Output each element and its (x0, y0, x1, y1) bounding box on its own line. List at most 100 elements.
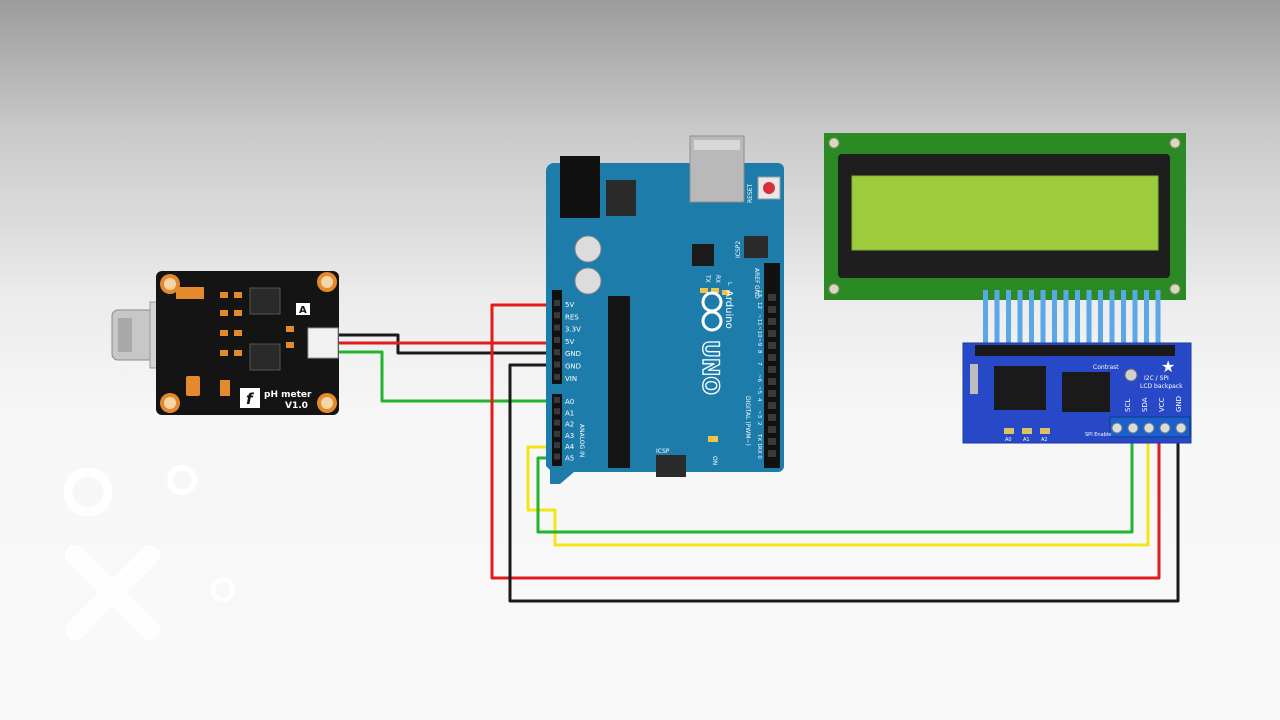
wire-a5-to-scl (536, 437, 1134, 534)
backpack-header (975, 345, 1175, 356)
star-icon: ★ (1161, 357, 1175, 376)
digital-pin-label: 2 (756, 422, 762, 426)
pin-hole (768, 378, 776, 385)
lcd-pin (1098, 290, 1103, 348)
pin-hole (768, 426, 776, 433)
wire-5v-to-vcc (490, 303, 1161, 580)
power-pin-label: GND (565, 350, 581, 358)
pin-hole (554, 300, 560, 306)
backpack-chip (994, 366, 1046, 410)
terminal-screw (1175, 422, 1187, 434)
analog-pin-label: A3 (565, 432, 574, 440)
digital-pin-label: 13 (756, 290, 762, 297)
addr-pad-label: A0 (1005, 437, 1012, 443)
tx-led-label: TX (704, 274, 711, 283)
lcd-pin (1029, 290, 1034, 348)
lcd-pin (1063, 290, 1069, 348)
arduino-logo: Arduino UNO (696, 290, 734, 396)
spi-enable-label: SPI Enable (1085, 432, 1111, 438)
pin-hole (554, 453, 560, 460)
digital-pin-label: 4 (756, 398, 762, 402)
pin-hole (554, 419, 560, 426)
wire-sensor-green-a0 (318, 350, 560, 403)
pin-hole (768, 438, 776, 445)
pin-hole (768, 402, 776, 409)
pin-hole (554, 373, 560, 380)
sensor-logo-glyph: f (246, 390, 255, 408)
arduino-model: UNO (697, 340, 722, 395)
on-led-label: ON (711, 456, 718, 465)
pin-hole (768, 354, 776, 361)
pin-hole (554, 397, 560, 403)
terminal-screw (1111, 422, 1123, 434)
pin-hole (768, 330, 776, 337)
reset-label: RESET (747, 183, 754, 203)
lcd-16x2-display (824, 133, 1186, 348)
addr-pad-label: A1 (1023, 437, 1030, 443)
backpack-title-1: I2C / SPI (1144, 375, 1169, 382)
aref-label: AREF (753, 268, 760, 284)
pin-hole (768, 450, 776, 457)
addr-pad-label: A2 (1041, 437, 1048, 443)
rx-led-label: RX (714, 275, 721, 283)
pin-hole (554, 324, 560, 331)
backpack-pin-label: SCL (1124, 399, 1132, 412)
analog-pin-label: A0 (565, 398, 574, 406)
lcd-pin (1006, 290, 1011, 348)
pin-hole (554, 408, 560, 415)
backpack-pin-label: VCC (1158, 397, 1166, 412)
icsp2-header (744, 236, 768, 258)
ph-sensor-module: A f pH meter V1.0 (111, 271, 339, 415)
analog-header (552, 394, 562, 466)
contrast-label: Contrast (1093, 364, 1119, 371)
digital-pin-label: 7 (756, 362, 762, 366)
gnd-top-label: GND (753, 285, 760, 299)
decorative-watermark (63, 465, 236, 640)
pin-hole (554, 336, 560, 343)
power-jack (560, 156, 600, 218)
power-pin-label: VIN (565, 375, 577, 383)
power-pin-label: 5V (565, 338, 574, 346)
pin-hole (768, 414, 776, 421)
lcd-pin (1075, 290, 1080, 348)
sensor-label-line1: pH meter (264, 390, 312, 400)
digital-pin-label: ~11 (756, 314, 762, 326)
backpack-title-2: LCD backpack (1140, 383, 1183, 390)
icsp2-label: ICSP2 (735, 241, 742, 258)
digital-pin-label: ~5 (756, 386, 762, 395)
digital-pin-label: ~9 (756, 338, 762, 347)
pin-hole (554, 361, 560, 368)
wires (318, 303, 1180, 603)
digital-section-label: DIGITAL (PWM~) (744, 396, 751, 446)
digital-pin-label: ~10 (756, 326, 762, 338)
pin-hole (768, 390, 776, 397)
arduino-brand: Arduino (723, 290, 734, 329)
terminal-screw (1127, 422, 1139, 434)
lcd-pin (1132, 290, 1138, 348)
analog-pin-label: A2 (565, 421, 574, 429)
analog-pin-label: A4 (565, 443, 575, 451)
backpack-pin-label: GND (1175, 396, 1183, 412)
digital-pin-label: TX 1 (756, 433, 762, 446)
digital-pin-label: 8 (756, 350, 762, 354)
analog-section-label: ANALOG IN (578, 424, 585, 457)
analog-pin-label: A1 (565, 409, 574, 417)
lcd-pin (1121, 290, 1126, 348)
power-pin-label: GND (565, 363, 581, 371)
lcd-pin (1109, 290, 1115, 348)
lcd-pin (1040, 290, 1046, 348)
sensor-logo (240, 388, 260, 408)
digital-pin-label: RX 0 (756, 446, 762, 459)
sensor-label-line2: V1.0 (285, 401, 308, 411)
sensor-corner-letter: A (299, 305, 307, 316)
pin-hole (768, 306, 776, 313)
wire-a4-to-sda (526, 437, 1150, 547)
lcd-pin (1086, 290, 1092, 348)
pin-hole (768, 366, 776, 373)
addr-pad (1040, 428, 1050, 434)
power-pin-label: RES (565, 313, 579, 321)
power-pin-label: 3.3V (565, 326, 581, 334)
lcd-pin (1017, 290, 1023, 348)
digital-pin-label: 12 (756, 302, 762, 309)
